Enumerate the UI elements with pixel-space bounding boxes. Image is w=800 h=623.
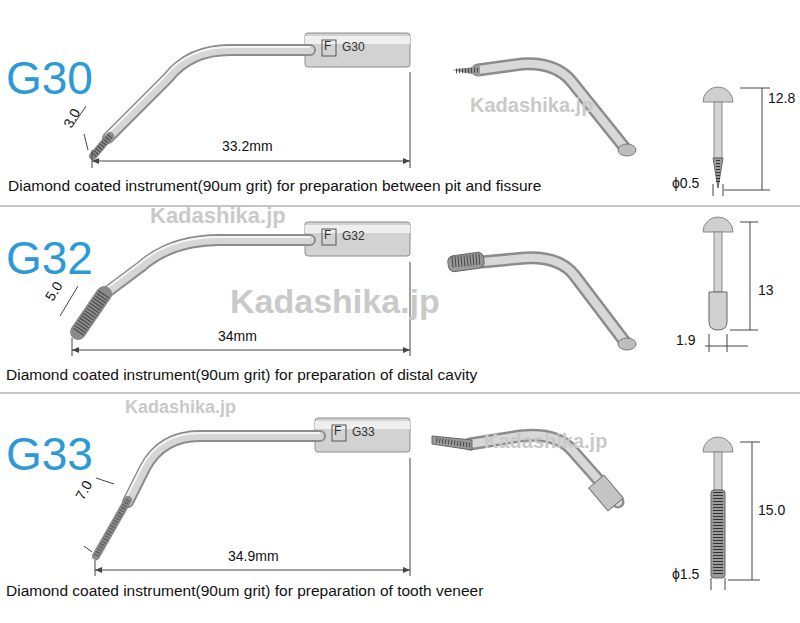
tip-height: 12.8	[768, 90, 795, 106]
description: Diamond coated instrument(90um grit) for…	[6, 582, 483, 600]
hub-model: G30	[342, 41, 365, 55]
model-title: G33	[6, 428, 93, 481]
tip-height: 15.0	[758, 502, 785, 518]
tip-diameter: ϕ1.5	[672, 566, 699, 582]
description: Diamond coated instrument(90um grit) for…	[8, 177, 541, 195]
tip-width: 1.9	[676, 332, 695, 348]
hub-mark: F	[324, 229, 331, 243]
hub-mark: F	[324, 40, 331, 54]
tip-diameter: ϕ0.5	[672, 175, 699, 191]
watermark: Kadashika.jp	[484, 430, 607, 453]
watermark: Kadashika.jp	[150, 203, 286, 228]
total-length: 34mm	[218, 328, 257, 344]
hub-model: G33	[352, 426, 375, 440]
watermark: Kadashika.jp	[470, 94, 593, 117]
description: Diamond coated instrument(90um grit) for…	[6, 366, 477, 384]
hub-model: G32	[342, 230, 365, 244]
total-length: 33.2mm	[222, 138, 273, 154]
watermark: Kadashika.jp	[125, 397, 236, 418]
watermark: Kadashika.jp	[230, 282, 440, 321]
hub-mark: F	[334, 425, 341, 439]
model-title: G30	[6, 52, 93, 105]
tip-length: 3.0	[60, 106, 83, 131]
tip-height: 13	[758, 282, 774, 298]
model-title: G32	[6, 232, 93, 285]
total-length: 34.9mm	[228, 548, 279, 564]
tip-length: 7.0	[72, 478, 95, 503]
